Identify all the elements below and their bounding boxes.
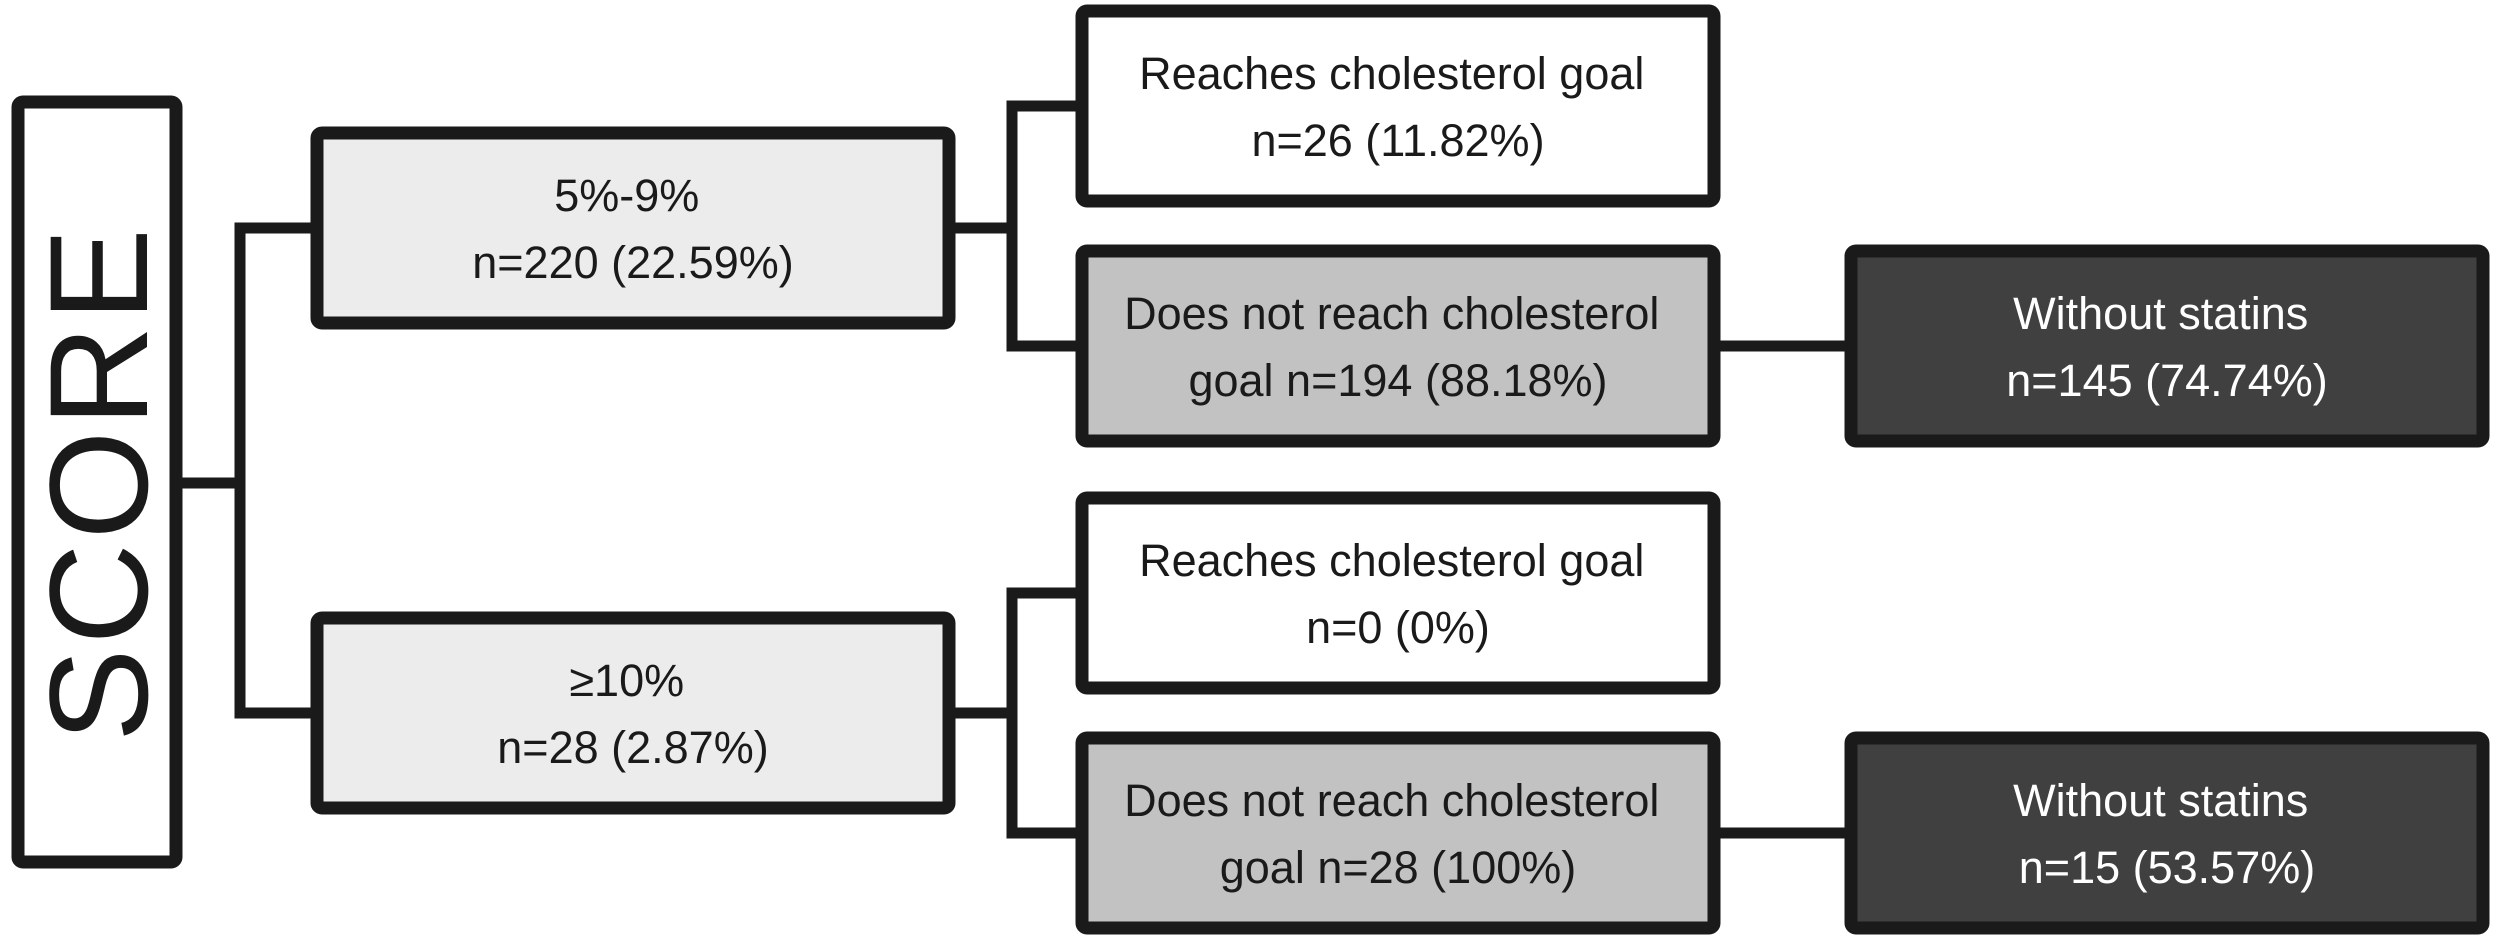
risk-5-9-node: 5%-9% n=220 (22.59%) (310, 126, 956, 330)
not-reach-goal-5-9-box (1075, 244, 1721, 448)
score-node: SCORE (11, 95, 183, 869)
not-reach-goal-ge10-node: Does not reach cholesterol goal n=28 (10… (1075, 731, 1721, 935)
without-statins-5-9-line1: Without statins (2013, 288, 2308, 339)
risk-ge10-label-text: ≥10% n=28 (2.87%) (497, 655, 768, 773)
risk-5-9-box (310, 126, 956, 330)
not-reach-goal-5-9-line1: Does not reach cholesterol (1124, 288, 1659, 339)
risk-5-9-line2: n=220 (22.59%) (472, 237, 793, 288)
not-reach-goal-ge10-line2: goal n=28 (100%) (1220, 842, 1577, 893)
risk-5-9-label-text: 5%-9% n=220 (22.59%) (472, 170, 793, 288)
not-reach-goal-ge10-label-text: Does not reach cholesterol goal n=28 (10… (1124, 775, 1672, 893)
reaches-goal-5-9-line2: n=26 (11.82%) (1251, 115, 1544, 166)
score-label-text: SCORE (20, 224, 177, 742)
risk-ge10-line1: ≥10% (569, 655, 684, 706)
reaches-goal-ge10-line2: n=0 (0%) (1306, 602, 1490, 653)
score-label: SCORE (20, 224, 177, 742)
without-statins-ge10-box (1844, 731, 2490, 935)
reaches-goal-ge10-box (1075, 491, 1721, 695)
risk-ge10-node: ≥10% n=28 (2.87%) (310, 611, 956, 815)
reaches-goal-5-9-node: Reaches cholesterol goal n=26 (11.82%) (1075, 4, 1721, 208)
connector-score-to-risk-bracket (170, 222, 317, 719)
not-reach-goal-5-9-node: Does not reach cholesterol goal n=194 (8… (1075, 244, 1721, 448)
without-statins-5-9-label-text: Without statins n=145 (74.74%) (2006, 288, 2327, 406)
score-box (11, 95, 183, 869)
not-reach-goal-ge10-line1: Does not reach cholesterol (1124, 775, 1659, 826)
without-statins-ge10-label-text: Without statins n=15 (53.57%) (2013, 775, 2321, 893)
without-statins-5-9-line2: n=145 (74.74%) (2006, 355, 2327, 406)
without-statins-5-9-box (1844, 244, 2490, 448)
reaches-goal-ge10-node: Reaches cholesterol goal n=0 (0%) (1075, 491, 1721, 695)
without-statins-5-9-node: Without statins n=145 (74.74%) (1844, 244, 2490, 448)
without-statins-ge10-line2: n=15 (53.57%) (2019, 842, 2315, 893)
not-reach-goal-5-9-line2: goal n=194 (88.18%) (1188, 355, 1607, 406)
connector-risk-5-9-to-children-bracket (943, 100, 1088, 352)
not-reach-goal-5-9-label-text: Does not reach cholesterol goal n=194 (8… (1124, 288, 1672, 406)
reaches-goal-ge10-line1: Reaches cholesterol goal (1139, 535, 1644, 586)
reaches-goal-5-9-line1: Reaches cholesterol goal (1139, 48, 1644, 99)
without-statins-ge10-line1: Without statins (2013, 775, 2308, 826)
connector-risk-ge10-to-children-bracket (943, 587, 1088, 839)
reaches-goal-5-9-box (1075, 4, 1721, 208)
not-reach-goal-ge10-box (1075, 731, 1721, 935)
risk-ge10-box (310, 611, 956, 815)
reaches-goal-ge10-label-text: Reaches cholesterol goal n=0 (0%) (1139, 535, 1657, 653)
reaches-goal-5-9-label-text: Reaches cholesterol goal n=26 (11.82%) (1139, 48, 1657, 166)
risk-ge10-line2: n=28 (2.87%) (497, 722, 768, 773)
without-statins-ge10-node: Without statins n=15 (53.57%) (1844, 731, 2490, 935)
risk-5-9-line1: 5%-9% (554, 170, 699, 221)
